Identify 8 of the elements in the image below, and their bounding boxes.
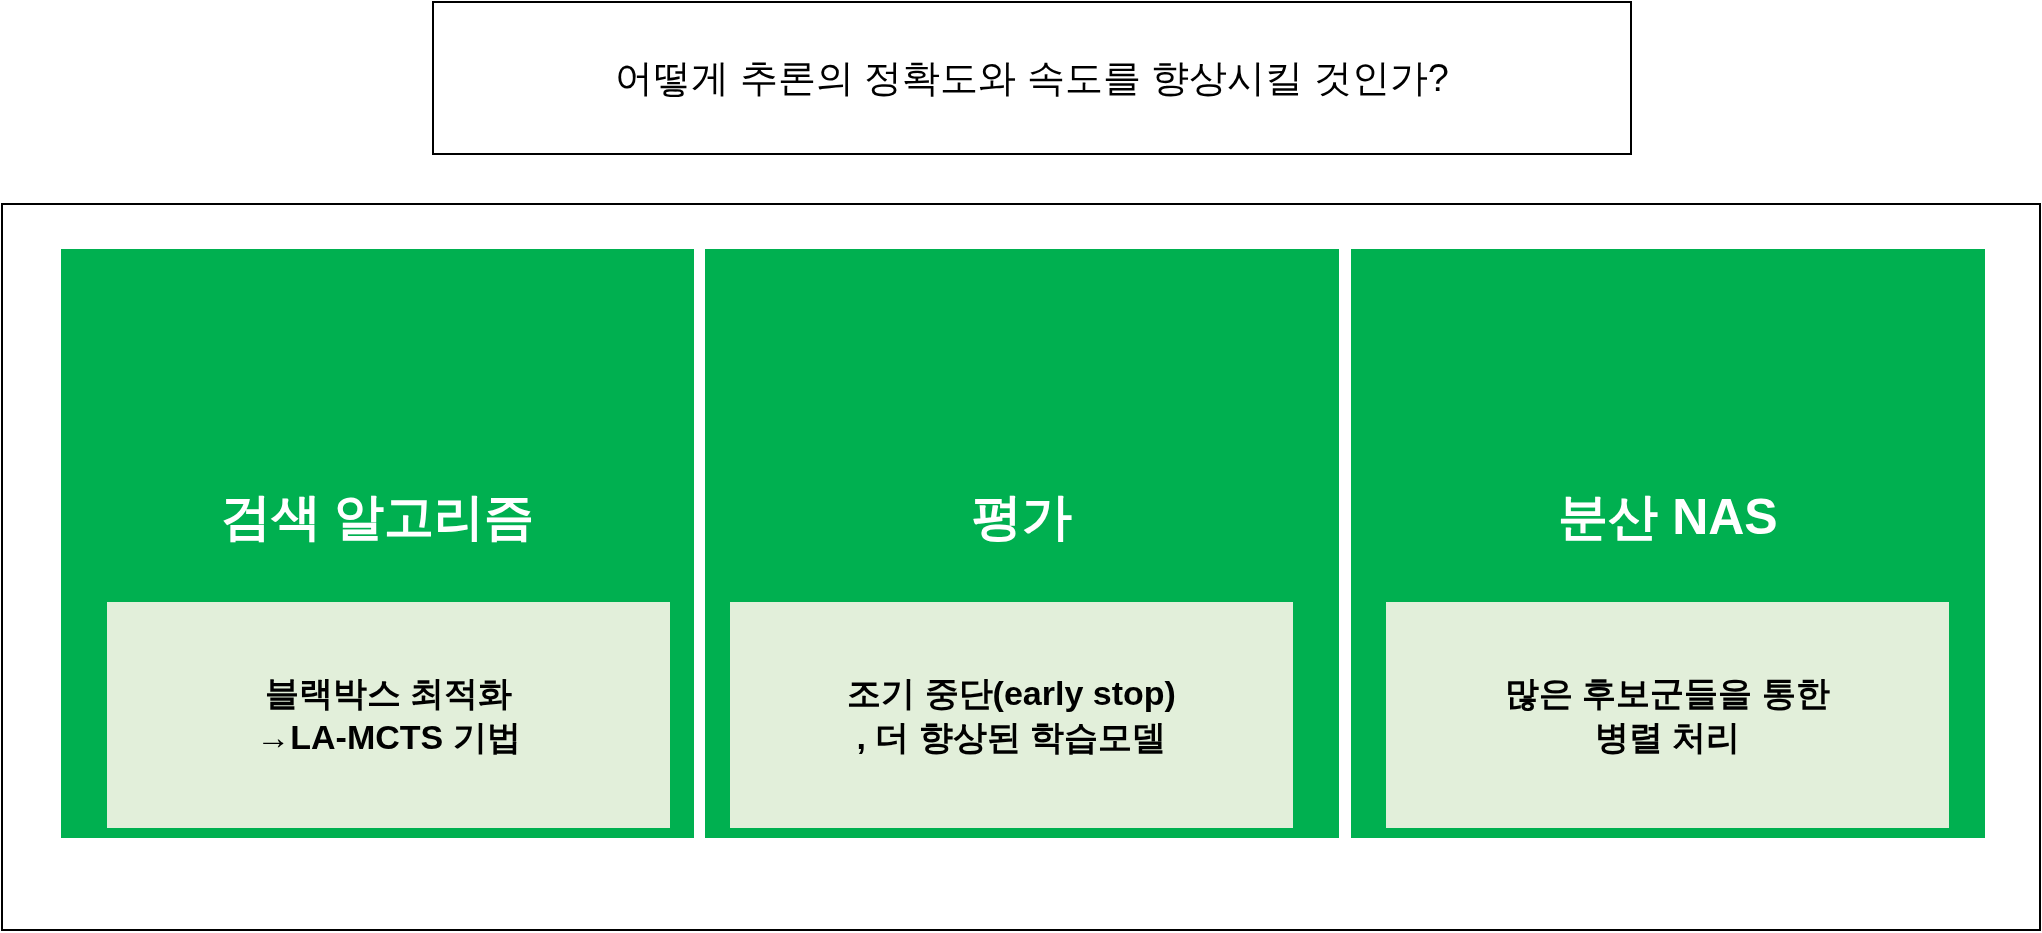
outer-frame xyxy=(1,203,2041,931)
description-box: 블랙박스 최적화 →LA-MCTS 기법 xyxy=(107,602,670,828)
description-box: 조기 중단(early stop) , 더 향상된 학습모델 xyxy=(730,602,1293,828)
panel-heading: 분산 NAS xyxy=(1557,488,1779,547)
panel-heading: 검색 알고리즘 xyxy=(219,488,536,547)
question-box: 어떻게 추론의 정확도와 속도를 향상시킬 것인가? xyxy=(432,1,1632,155)
panel-heading: 평가 xyxy=(971,488,1073,547)
description-box: 많은 후보군들을 통한 병렬 처리 xyxy=(1386,602,1949,828)
